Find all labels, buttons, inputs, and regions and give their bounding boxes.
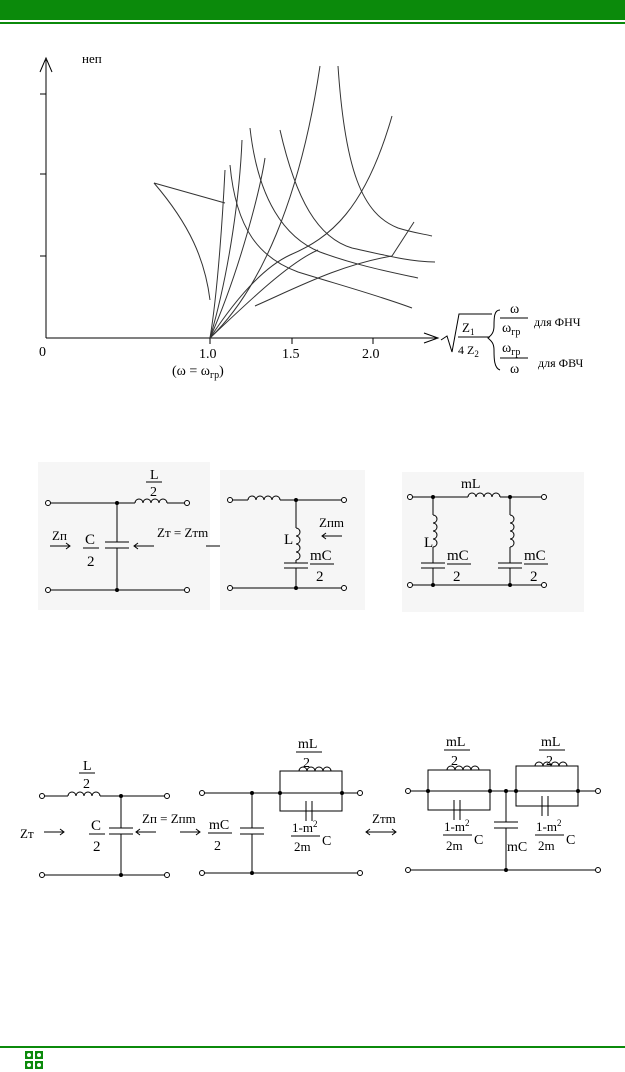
curve-a	[209, 169, 226, 339]
cutoff-formula: Z1 4 Z2 ω ωгр для ФНЧ ωгр ω для ФВЧ	[440, 302, 584, 377]
svg-text:mL: mL	[298, 737, 317, 752]
half-section-pi: L 2 Zп C 2 Zт = Zтm	[38, 462, 227, 610]
svg-text:2: 2	[83, 777, 90, 792]
footer-rule	[0, 1046, 625, 1048]
cutoff-note: (ω = ωгр)	[172, 364, 224, 381]
svg-text:ω: ω	[510, 362, 519, 377]
svg-text:mC: mC	[310, 548, 332, 564]
svg-text:L: L	[83, 759, 92, 774]
svg-text:2: 2	[316, 569, 324, 585]
half-section-t: L 2 Zт C 2 Zп = Zпm	[20, 759, 201, 878]
curve-g	[153, 182, 226, 204]
svg-text:1-m2: 1-m2	[444, 818, 469, 834]
lpf-label: для ФНЧ	[534, 315, 581, 329]
svg-text:2: 2	[546, 754, 553, 769]
half-section-pi-m-derived: mC 2 mL 2 1-m2 2m C Zтm	[199, 737, 397, 876]
svg-text:mC: mC	[507, 840, 527, 855]
x-tick-label-0: 0	[39, 345, 46, 360]
full-section-m-derived: mL L mC 2 mC 2	[402, 472, 584, 612]
svg-text:Zпm: Zпm	[319, 515, 344, 530]
circuits-row-1: L 2 Zп C 2 Zт = Zтm L Zпm	[38, 462, 584, 612]
y-axis-arrow	[39, 56, 53, 73]
curve-d-tail	[337, 65, 433, 237]
svg-text:C: C	[91, 818, 101, 834]
svg-text:2: 2	[214, 839, 221, 854]
svg-text:4 Z2: 4 Z2	[458, 343, 479, 359]
svg-text:ω: ω	[510, 302, 519, 317]
svg-text:ωгр: ωгр	[502, 321, 520, 338]
svg-text:C: C	[85, 532, 95, 548]
circuits-row-2: L 2 Zт C 2 Zп = Zпm mC 2	[20, 735, 601, 878]
curve-b	[209, 139, 243, 339]
svg-text:mC: mC	[209, 818, 229, 833]
svg-text:2m: 2m	[446, 838, 463, 853]
svg-text:2: 2	[93, 839, 101, 855]
svg-text:mC: mC	[447, 548, 469, 564]
svg-text:L: L	[284, 532, 293, 548]
svg-text:mC: mC	[524, 548, 546, 564]
svg-text:1-m2: 1-m2	[536, 818, 561, 834]
svg-text:Zт: Zт	[20, 826, 34, 841]
curve-g-left	[153, 182, 211, 301]
svg-text:mL: mL	[541, 735, 560, 750]
svg-text:C: C	[566, 833, 575, 848]
svg-text:ωгр: ωгр	[502, 341, 520, 358]
curve-f	[254, 255, 393, 307]
x-tick-label-3: 2.0	[362, 347, 380, 362]
svg-text:mL: mL	[446, 735, 465, 750]
header-rule	[0, 22, 625, 24]
svg-text:2: 2	[530, 569, 538, 585]
curve-h-tick	[391, 221, 415, 257]
curve-c-tail	[279, 129, 436, 263]
svg-text:2: 2	[150, 485, 157, 500]
hpf-label: для ФВЧ	[538, 356, 584, 370]
curve-d	[209, 65, 321, 339]
svg-text:2: 2	[87, 554, 95, 570]
svg-text:Zп = Zпm: Zп = Zпm	[142, 811, 196, 826]
brace	[487, 309, 501, 371]
x-tick-label-2: 1.5	[282, 347, 300, 362]
x-axis-arrow	[423, 332, 440, 344]
svg-text:C: C	[322, 834, 331, 849]
attenuation-curves	[153, 65, 436, 339]
full-section-pi-m-derived: mL 2 mL 2 1-m2 2m C 1-m2 2m C mC	[405, 735, 601, 873]
svg-text:2: 2	[303, 756, 310, 771]
svg-text:2m: 2m	[294, 839, 311, 854]
university-logo-icon	[24, 1050, 44, 1070]
attenuation-graph: неп 0 1.0 1.5 2.0 (ω = ωгр) Z1 4 Z2 ω ωг…	[39, 51, 584, 381]
x-tick-label-1: 1.0	[199, 347, 217, 362]
svg-text:Zт = Zтm: Zт = Zтm	[157, 525, 208, 540]
svg-text:mL: mL	[461, 477, 480, 492]
label: L	[150, 468, 159, 483]
svg-text:Zтm: Zтm	[372, 811, 396, 826]
svg-text:L: L	[424, 535, 433, 551]
half-section-m-derived: L Zпm mC 2	[220, 470, 365, 610]
svg-text:Z1: Z1	[462, 320, 474, 337]
svg-text:2: 2	[453, 569, 461, 585]
svg-text:1-m2: 1-m2	[292, 819, 317, 835]
svg-text:2m: 2m	[538, 838, 555, 853]
y-unit-label: неп	[82, 51, 102, 66]
curve-e	[209, 249, 319, 339]
curve-c	[209, 157, 266, 339]
radical-sign	[440, 313, 492, 353]
header-bar	[0, 0, 625, 20]
svg-text:2: 2	[451, 754, 458, 769]
curve-h	[209, 115, 393, 339]
label: Zп	[52, 528, 67, 543]
svg-text:C: C	[474, 833, 483, 848]
curve-a-tail	[229, 164, 413, 309]
